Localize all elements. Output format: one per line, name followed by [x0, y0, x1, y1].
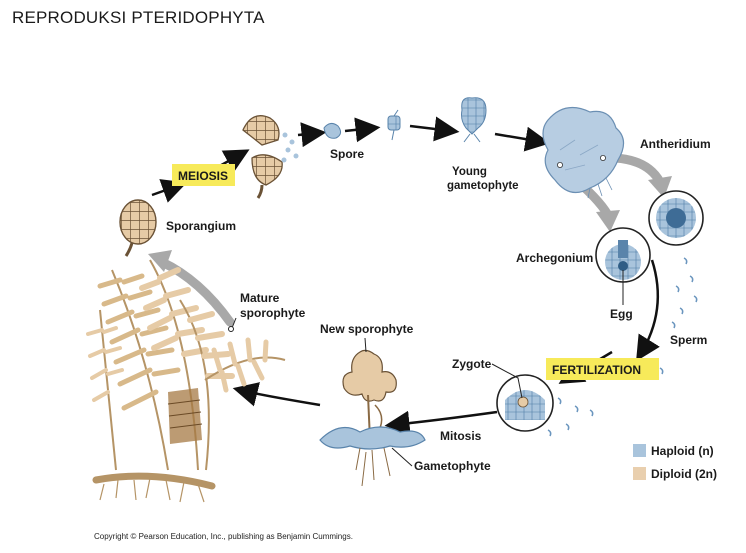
grey-arrow-gametophyte-to-antheridium: [610, 153, 665, 187]
fertilization-label: FERTILIZATION: [552, 363, 641, 377]
arrow-sporangium-to-meiosis: [151, 179, 188, 203]
new-sporophyte-pointer: [364, 337, 367, 353]
meiosis-tag: MEIOSIS: [172, 164, 235, 186]
new-sporophyte-label: New sporophyte: [320, 322, 414, 336]
mature-gametophyte: [542, 106, 625, 199]
grey-arrowhead-3: [596, 210, 620, 232]
arrow-to-young-gametophyte: [409, 116, 460, 142]
legend-haploid-swatch: [633, 444, 646, 457]
mature-sporophyte-fern: [86, 259, 286, 503]
young-gametophyte: [461, 97, 487, 143]
germinating-spore: [387, 109, 401, 141]
arrow-young-to-gametophyte: [494, 126, 551, 152]
mitosis-label: Mitosis: [440, 429, 482, 443]
spore-label: Spore: [330, 147, 364, 161]
archegonium-label: Archegonium: [516, 251, 593, 265]
sporangium-closed: [119, 199, 157, 257]
arrow-to-fertilization: [636, 259, 660, 362]
antheridium-detail: [648, 190, 704, 246]
mature-sporophyte-label-1: Mature: [240, 291, 280, 305]
grey-arrow-mature-to-sporangium: [157, 257, 235, 327]
legend-diploid-label: Diploid (2n): [651, 467, 717, 481]
grey-arrowhead-1: [148, 250, 172, 272]
spore: [323, 122, 342, 139]
zygote-detail: [496, 374, 554, 432]
sperm-cells: [547, 257, 698, 437]
gametophyte-label: Gametophyte: [414, 459, 491, 473]
mature-sporophyte-label-2: sporophyte: [240, 306, 306, 320]
young-gametophyte-label-2: gametophyte: [447, 180, 519, 192]
arrow-zygote-to-new-sporophyte: [384, 410, 498, 436]
slide-title: REPRODUKSI PTERIDOPHYTA: [12, 8, 265, 27]
arrow-to-spore: [297, 122, 327, 148]
sperm-label: Sperm: [670, 333, 707, 347]
legend: Haploid (n) Diploid (2n): [633, 444, 717, 481]
copyright-notice: Copyright © Pearson Education, Inc., pub…: [94, 532, 353, 541]
fertilization-tag: FERTILIZATION: [546, 358, 659, 380]
legend-haploid-label: Haploid (n): [651, 444, 714, 458]
gametophyte-pointer: [391, 447, 413, 467]
arrow-spore-to-germinating: [344, 117, 381, 143]
egg-label: Egg: [610, 307, 633, 321]
zygote-label: Zygote: [452, 357, 492, 371]
young-gametophyte-label-1: Young: [452, 166, 487, 178]
new-sporophyte: [342, 349, 397, 441]
sporangium-label: Sporangium: [166, 219, 236, 233]
archegonium-detail: [595, 227, 651, 283]
mature-sporophyte-pointer: [231, 317, 237, 329]
gametophyte-base: [319, 426, 426, 487]
mature-sporophyte-marker: [228, 326, 234, 332]
arrow-to-mature-sporophyte: [232, 382, 321, 407]
zygote-pointer: [491, 363, 523, 399]
sporangium-opening: [242, 115, 299, 199]
legend-diploid-swatch: [633, 467, 646, 480]
meiosis-label: MEIOSIS: [178, 169, 228, 183]
antheridium-label: Antheridium: [640, 137, 711, 151]
